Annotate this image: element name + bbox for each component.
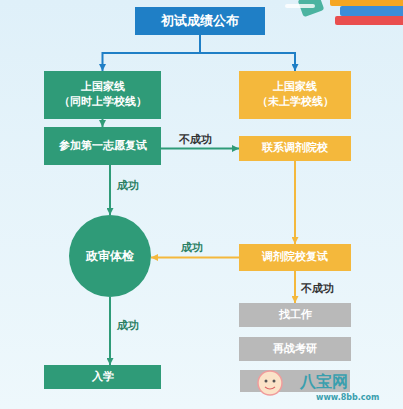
process-box: 联系调剂院校 xyxy=(239,136,351,161)
edge-label: 不成功 xyxy=(300,281,335,296)
process-box: 调剂院校复试 xyxy=(239,244,351,271)
flow-arrow xyxy=(200,35,295,71)
option-box: 再战考研 xyxy=(239,337,351,361)
blank-option-box xyxy=(240,370,350,392)
edge-label: 不成功 xyxy=(178,132,213,147)
node-text: 调剂院校复试 xyxy=(262,250,328,265)
node-text: 参加第一志愿复试 xyxy=(59,139,147,154)
process-box: 参加第一志愿复试 xyxy=(44,127,161,165)
flow-arrow xyxy=(102,119,104,127)
watermark-mascot xyxy=(258,371,282,395)
circle-fill xyxy=(69,215,151,297)
node-text: 上国家线 （未上学校线） xyxy=(245,80,345,110)
edge-label: 成功 xyxy=(116,178,140,193)
end-box: 入学 xyxy=(44,365,161,389)
flow-arrow xyxy=(109,297,111,365)
node-text: 找工作 xyxy=(279,308,312,323)
node-text: 上国家线 （同时上学校线） xyxy=(50,80,155,110)
start-box: 初试成绩公布 xyxy=(135,7,265,35)
flow-arrow xyxy=(294,161,296,244)
flow-arrow xyxy=(103,35,201,71)
process-circle: 政审体检 xyxy=(69,215,151,297)
node-text: 初试成绩公布 xyxy=(161,12,239,30)
node-text: 入学 xyxy=(92,370,114,385)
flow-arrow xyxy=(294,271,296,303)
watermark-text: 八宝网 xyxy=(300,372,348,393)
process-box: 上国家线 （同时上学校线） xyxy=(44,71,161,119)
books-illustration xyxy=(285,0,403,25)
flow-arrow xyxy=(151,257,239,259)
process-box: 上国家线 （未上学校线） xyxy=(239,71,351,119)
edge-label: 成功 xyxy=(116,318,140,333)
flow-arrow xyxy=(161,148,239,150)
node-text: 政审体检 xyxy=(86,248,134,264)
edge-label: 成功 xyxy=(180,240,204,255)
node-text: 联系调剂院校 xyxy=(262,141,328,156)
node-text: 再战考研 xyxy=(273,342,317,357)
flow-arrow xyxy=(109,165,111,215)
option-box: 找工作 xyxy=(239,303,351,327)
watermark-text: www.8bb.com xyxy=(316,393,379,402)
